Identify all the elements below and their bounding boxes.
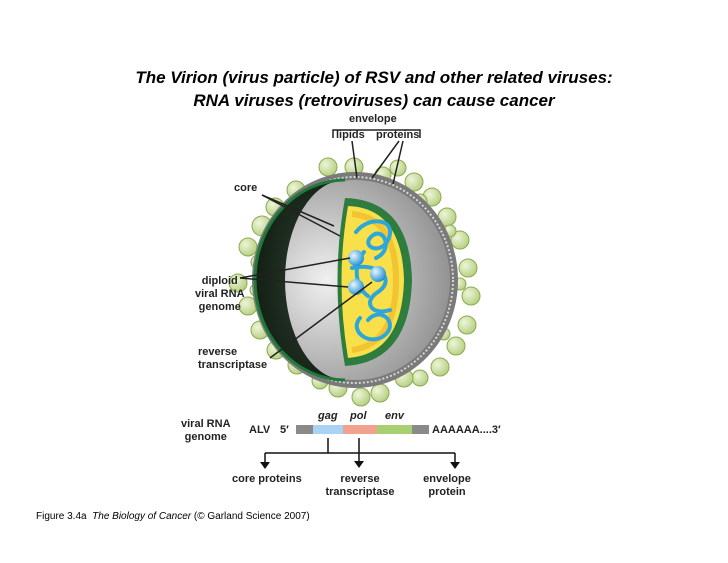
label-transcriptase: transcriptase — [198, 359, 268, 371]
product-envelope-line2: protein — [428, 486, 466, 498]
genome-map-label: viral RNA genome — [181, 418, 231, 444]
gene-env: env — [385, 410, 404, 422]
genome-map — [296, 425, 429, 434]
label-reverse: reverse — [198, 346, 238, 358]
core-leader-lines — [261, 194, 341, 237]
figure-caption: Figure 3.4a The Biology of Cancer (© Gar… — [36, 511, 310, 522]
cutaway-interior — [255, 180, 345, 380]
product-envelope-line1: envelope — [423, 473, 471, 485]
product-arrows — [260, 438, 460, 469]
caption-book: The Biology of Cancer — [92, 511, 192, 522]
label-diploid: diploid — [201, 275, 238, 287]
label-proteins: proteins — [376, 129, 420, 141]
label-core: core — [234, 182, 258, 194]
rna-strands — [350, 219, 392, 342]
label-envelope: envelope — [349, 113, 397, 125]
label-diploid-genome: diploid viral RNA genome — [195, 275, 245, 314]
gene-pol: pol — [350, 410, 367, 422]
label-viral-rna: viral RNA — [195, 288, 245, 300]
reverse-transcriptase-beads — [348, 250, 386, 295]
five-prime-end: 5′ — [280, 424, 289, 436]
gene-gag: gag — [318, 410, 338, 422]
genome-map-label-line2: genome — [184, 431, 227, 443]
virus-name: ALV — [249, 424, 271, 436]
caption-prefix: Figure 3.4a — [36, 511, 87, 522]
three-prime-tail: AAAAAA....3′ — [432, 424, 501, 436]
product-reverse-transcriptase: reverse transcriptase — [324, 473, 396, 499]
label-lipids: lipids — [336, 129, 365, 141]
product-envelope-protein: envelope protein — [416, 473, 478, 499]
product-reverse-line2: transcriptase — [325, 486, 395, 498]
envelope-bracket — [332, 129, 421, 185]
title-line-2: RNA viruses (retroviruses) can cause can… — [193, 91, 555, 110]
label-reverse-transcriptase: reverse transcriptase — [198, 346, 267, 372]
title-line-1: The Virion (virus particle) of RSV and o… — [135, 68, 613, 87]
product-core-proteins: core proteins — [232, 473, 302, 485]
caption-suffix: (© Garland Science 2007) — [193, 511, 310, 522]
rt-leader-line — [269, 281, 373, 359]
product-reverse-line1: reverse — [340, 473, 380, 485]
genome-map-label-line1: viral RNA — [181, 418, 231, 430]
label-genome: genome — [198, 301, 241, 313]
genome-leader-lines — [239, 257, 351, 288]
